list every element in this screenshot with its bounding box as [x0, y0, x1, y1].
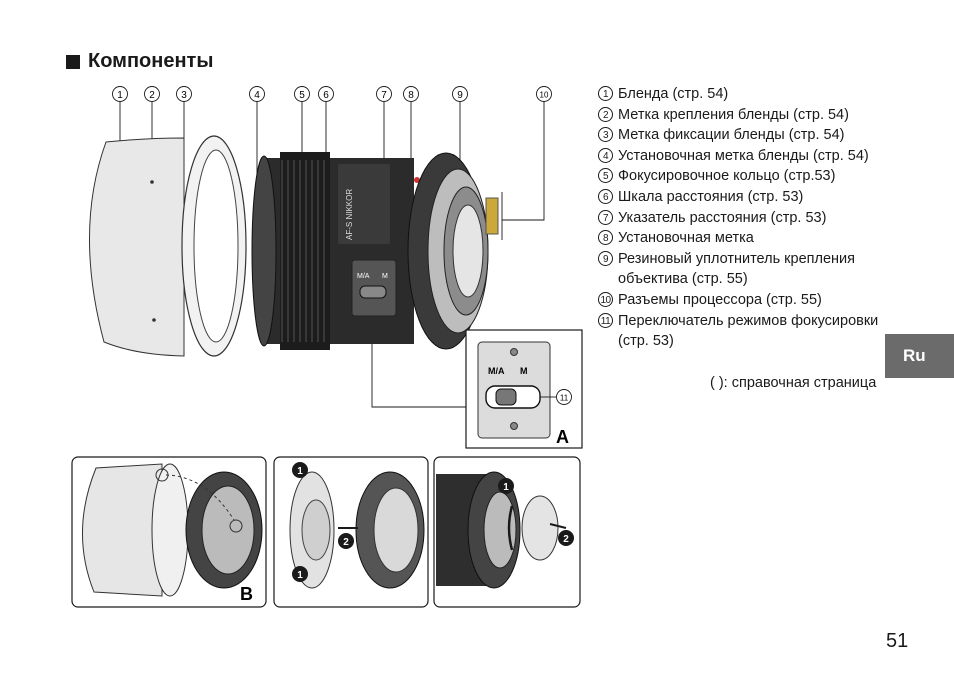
part-number: 3	[598, 127, 613, 143]
svg-text:M/A: M/A	[357, 273, 370, 280]
part-number: 2	[598, 106, 613, 122]
svg-text:5: 5	[299, 90, 305, 101]
part-item: 4 Установочная метка бленды (стр. 54)	[598, 146, 898, 167]
part-item: 2 Метка крепления бленды (стр. 54)	[598, 105, 898, 126]
part-text: Бленда (стр. 54)	[618, 86, 729, 102]
part-item: 3 Метка фиксации бленды (стр. 54)	[598, 125, 898, 146]
svg-text:7: 7	[381, 90, 387, 101]
part-item: 10 Разъемы процессора (стр. 55)	[598, 290, 898, 311]
svg-text:AF-S NIKKOR: AF-S NIKKOR	[345, 189, 354, 240]
callout-3: 3	[176, 86, 192, 102]
svg-text:1: 1	[297, 570, 303, 581]
inset-front-cap: 1 1 2	[273, 456, 429, 608]
part-item: 5 Фокусировочное кольцо (стр.53)	[598, 166, 898, 187]
callout-4: 4	[249, 86, 265, 102]
part-item: 7 Указатель расстояния (стр. 53)	[598, 208, 898, 229]
callout-6: 6	[318, 86, 334, 102]
callout-8: 8	[403, 86, 419, 102]
leader-lines	[119, 102, 545, 408]
svg-text:2: 2	[563, 534, 569, 545]
part-number: 8	[598, 230, 613, 246]
parts-list: 1 Бленда (стр. 54) 2 Метка крепления бленд…	[598, 84, 898, 352]
callout-1: 1	[112, 86, 128, 102]
callout-10: 10	[536, 86, 552, 102]
lens-components-figure: 1 2 3 4 5 6 7 8 9 10	[71, 86, 583, 608]
callout-5: 5	[294, 86, 310, 102]
part-text: Разъемы процессора (стр. 55)	[618, 291, 822, 308]
lens-hood-illustration	[89, 135, 247, 357]
svg-text:M: M	[382, 273, 388, 280]
svg-text:1: 1	[117, 90, 123, 101]
reference-note: ( ): справочная страница	[710, 375, 877, 391]
part-text: Резиновый уплотнитель крепления объектив…	[618, 250, 855, 288]
svg-text:4: 4	[254, 90, 260, 101]
heading-square-icon	[66, 54, 80, 69]
part-item: 1 Бленда (стр. 54)	[598, 84, 898, 105]
part-number: 1	[598, 86, 613, 101]
part-number: 11	[598, 312, 613, 328]
part-number: 10	[598, 291, 613, 307]
svg-text:9: 9	[457, 90, 463, 101]
part-number: 5	[598, 168, 613, 184]
part-number: 7	[598, 209, 613, 225]
part-item: 6 Шкала расстояния (стр. 53)	[598, 187, 898, 208]
part-text: Метка фиксации бленды (стр. 54)	[618, 127, 845, 144]
inset-rear-cap: 1 2	[433, 456, 581, 608]
part-number: 6	[598, 188, 613, 204]
svg-text:B: B	[240, 584, 253, 604]
inset-a-focus-switch: M/A M 11 A	[465, 329, 583, 449]
language-tab: Ru	[885, 334, 954, 378]
callout-2: 2	[144, 86, 160, 102]
inset-b-hood-attach: B	[71, 456, 267, 608]
svg-text:A: A	[556, 427, 569, 447]
lens-body-illustration: AF-S NIKKOR M/A M	[251, 152, 499, 350]
part-item: 9 Резиновый уплотнитель крепления объекти…	[598, 249, 898, 290]
svg-text:1: 1	[297, 466, 303, 477]
svg-text:1: 1	[503, 482, 509, 493]
page-number: 51	[886, 630, 909, 652]
part-text: Установочная метка бленды (стр. 54)	[618, 147, 869, 164]
part-item: 8 Установочная метка	[598, 228, 898, 249]
callout-7: 7	[376, 86, 392, 102]
part-text: Переключатель режимов фокусировки (стр. …	[618, 312, 879, 350]
part-item: 11 Переключатель режимов фокусировки (стр…	[598, 311, 898, 352]
svg-text:8: 8	[408, 90, 414, 101]
callout-9: 9	[452, 86, 468, 102]
page-heading: Компоненты	[66, 50, 213, 73]
part-text: Метка крепления бленды (стр. 54)	[618, 106, 849, 123]
svg-text:M: M	[520, 366, 528, 376]
part-number: 4	[598, 147, 613, 163]
heading-text: Компоненты	[88, 50, 214, 72]
part-text: Фокусировочное кольцо (стр.53)	[618, 168, 836, 185]
svg-text:2: 2	[343, 537, 349, 548]
part-text: Установочная метка	[618, 230, 754, 247]
svg-text:M/A: M/A	[488, 366, 505, 376]
svg-text:11: 11	[560, 394, 569, 403]
svg-text:2: 2	[149, 90, 155, 101]
part-text: Шкала расстояния (стр. 53)	[618, 188, 804, 205]
part-number: 9	[598, 250, 613, 266]
svg-text:3: 3	[181, 90, 187, 101]
part-text: Указатель расстояния (стр. 53)	[618, 209, 827, 226]
svg-text:10: 10	[540, 91, 549, 100]
svg-text:6: 6	[323, 90, 329, 101]
